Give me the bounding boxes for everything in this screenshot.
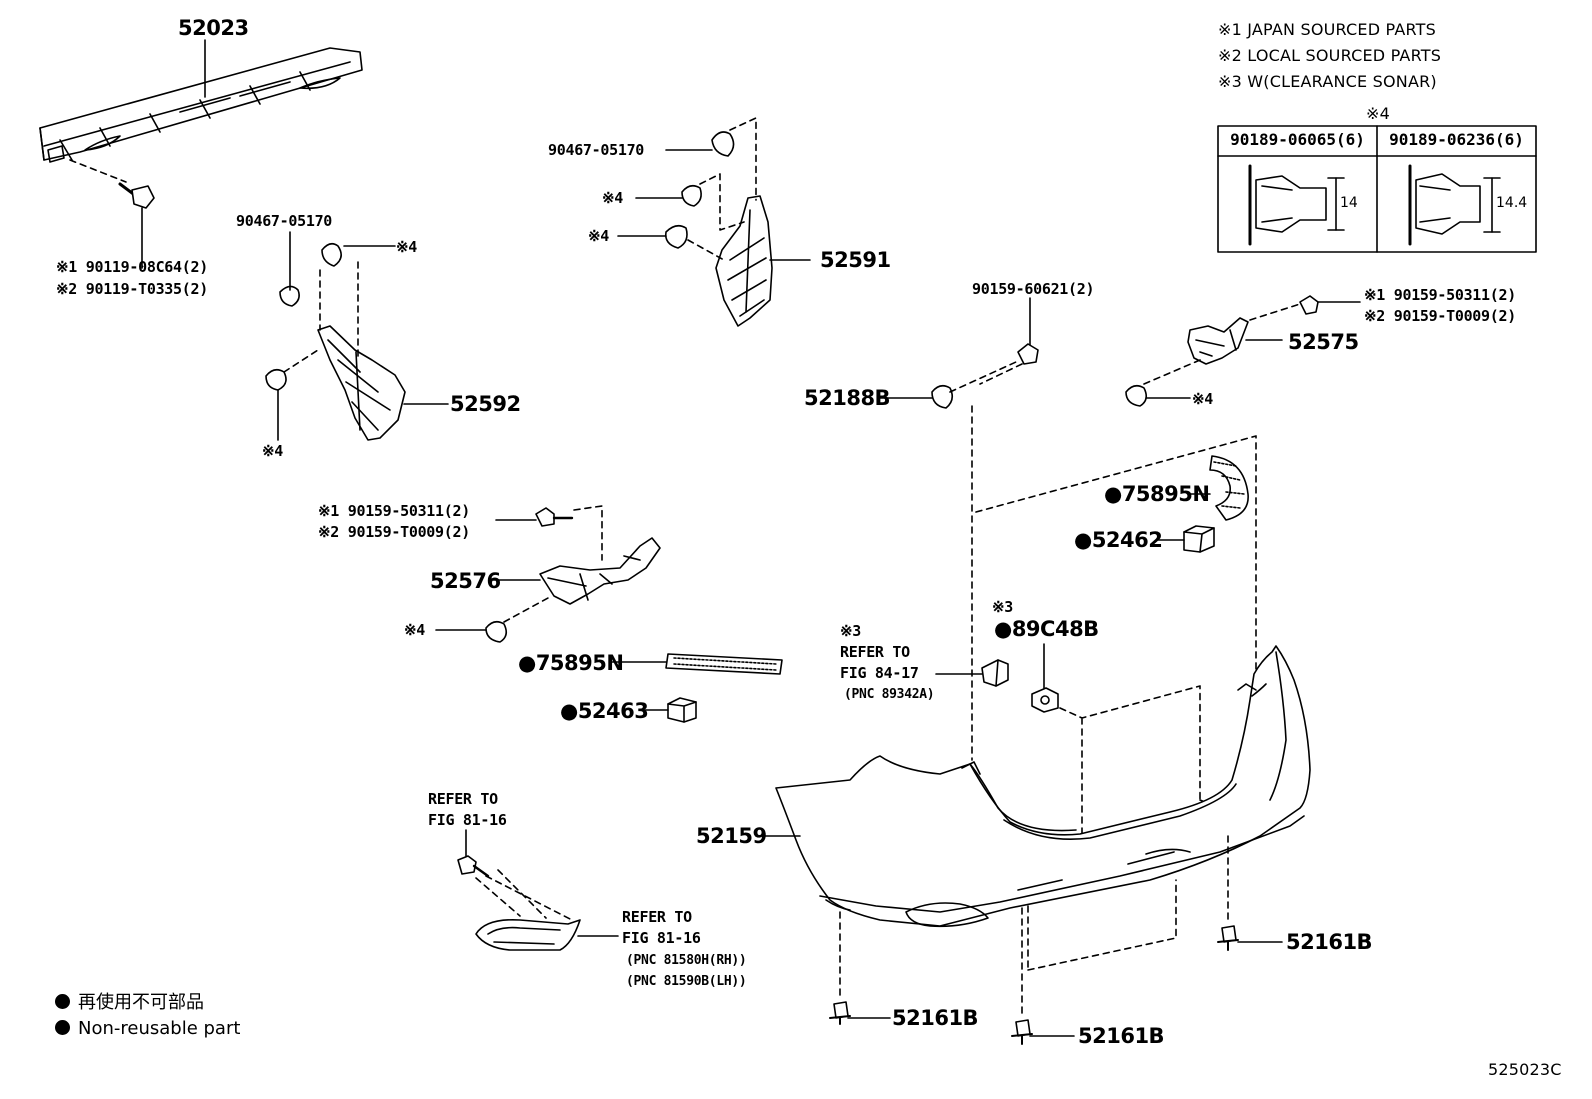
rear-reflector-lamp — [475, 918, 581, 951]
bolt-90159-right — [1299, 295, 1319, 315]
label-52161B-b: 52161B — [1078, 1024, 1165, 1048]
dash-52592 — [283, 261, 359, 373]
label-52575: 52575 — [1288, 330, 1359, 354]
retainer-52188B — [931, 384, 954, 409]
label-75895N-right: ●75895N — [1104, 482, 1210, 506]
non-reusable-dot-icon — [55, 1020, 70, 1035]
cushion-52462 — [1183, 525, 1215, 553]
non-reusable-dot-icon — [55, 994, 70, 1009]
label-90467-top: 90467-05170 — [548, 141, 645, 159]
clip-spec-table — [1217, 125, 1537, 253]
clip-52592-top — [321, 242, 342, 267]
clip-52161B-a — [829, 1001, 851, 1025]
clip-52592-bottom — [265, 368, 287, 391]
bumper-bracket-52591 — [715, 195, 773, 327]
rear-bumper-cover-52159 — [775, 645, 1311, 928]
table-col1-header: 90189-06065(6) — [1230, 130, 1365, 149]
note-local-sourced: ※2 LOCAL SOURCED PARTS — [1218, 46, 1442, 65]
bumper-bracket-52592 — [317, 325, 406, 441]
bumper-bracket-52576 — [539, 537, 661, 605]
dash-52575 — [1143, 303, 1301, 385]
label-mark4-c: ※4 — [602, 189, 623, 207]
clip-52591-b — [664, 224, 688, 249]
label-90467-left: 90467-05170 — [236, 212, 333, 230]
bolt-reflector — [457, 855, 490, 878]
cushion-52463 — [667, 697, 697, 723]
bolt-90159-mid — [535, 507, 555, 527]
label-90119-b: ※2 90119-T0335(2) — [56, 280, 208, 298]
label-mark4-a: ※4 — [396, 238, 417, 256]
label-52161B-c: 52161B — [1286, 930, 1373, 954]
table-dim1: 14 — [1340, 195, 1358, 211]
label-90159-mid-a: ※1 90159-50311(2) — [318, 502, 470, 520]
label-52592: 52592 — [450, 392, 521, 416]
clip-52591-a — [681, 184, 702, 207]
refer84-mark: ※3 — [840, 622, 861, 640]
refer84-line2: FIG 84-17 — [840, 664, 919, 682]
dash-right-box — [975, 435, 1257, 691]
refer81b-line2: FIG 81-16 — [622, 929, 701, 947]
dash-52023-bolt — [69, 159, 127, 183]
figure-id: 525023C — [1488, 1060, 1562, 1079]
label-52159: 52159 — [696, 824, 767, 848]
refer84-line1: REFER TO — [840, 643, 910, 661]
label-90159-right-a: ※1 90159-50311(2) — [1364, 286, 1516, 304]
legend-english: Non-reusable part — [55, 1018, 240, 1040]
dash-52591 — [687, 117, 757, 261]
refer81b-line3: (PNC 81580H(RH)) — [626, 953, 747, 968]
label-52576: 52576 — [430, 569, 501, 593]
label-mark4-d: ※4 — [588, 227, 609, 245]
dash-reflector — [475, 869, 573, 921]
label-52161B-a: 52161B — [892, 1006, 979, 1030]
refer81a-line1: REFER TO — [428, 790, 498, 808]
reflector-75895N-left — [665, 653, 783, 675]
table-dim2: 14.4 — [1496, 195, 1528, 211]
reflector-75895N-right — [1209, 455, 1249, 521]
clip-52161B-b — [1011, 1019, 1033, 1045]
label-52023: 52023 — [178, 16, 249, 40]
note-clearance-sonar: ※3 W(CLEARANCE SONAR) — [1218, 72, 1437, 91]
legend-japanese-text: 再使用不可部品 — [78, 992, 204, 1013]
label-mark4-f: ※4 — [404, 621, 425, 639]
label-90159-right-b: ※2 90159-T0009(2) — [1364, 307, 1516, 325]
refer81a-line2: FIG 81-16 — [428, 811, 507, 829]
dash-center-vertical — [949, 361, 1023, 761]
rear-bumper-reinforcement-52023 — [39, 47, 363, 163]
nut-90159-606 — [1017, 343, 1039, 365]
label-mark3-sonar: ※3 — [992, 598, 1013, 616]
label-90119-a: ※1 90119-08C64(2) — [56, 258, 208, 276]
clip-52161B-c — [1217, 925, 1239, 951]
nut-90467-top — [711, 131, 735, 157]
legend-japanese: 再使用不可部品 — [55, 992, 204, 1014]
label-52188B: 52188B — [804, 386, 891, 410]
label-90159-mid-b: ※2 90159-T0009(2) — [318, 523, 470, 541]
label-52591: 52591 — [820, 248, 891, 272]
clip-52575 — [1125, 384, 1148, 407]
label-52463: ●52463 — [560, 699, 649, 723]
label-89C48B: ●89C48B — [994, 617, 1099, 641]
table-mark4: ※4 — [1366, 104, 1390, 123]
label-52462: ●52462 — [1074, 528, 1163, 552]
table-col2-header: 90189-06236(6) — [1389, 130, 1524, 149]
note-japan-sourced: ※1 JAPAN SOURCED PARTS — [1218, 20, 1437, 39]
clip-52576 — [485, 620, 508, 643]
dash-52161B-b — [1021, 879, 1177, 1019]
refer81b-line4: (PNC 81590B(LH)) — [626, 974, 747, 989]
legend-english-text: Non-reusable part — [78, 1018, 241, 1039]
sonar-retainer-89C48B — [1031, 687, 1059, 713]
bolt-90119 — [118, 182, 155, 209]
dash-52576 — [503, 505, 603, 623]
label-mark4-e: ※4 — [1192, 390, 1213, 408]
label-90159-60621: 90159-60621(2) — [972, 280, 1095, 298]
refer84-line3: (PNC 89342A) — [844, 687, 935, 702]
label-mark4-b: ※4 — [262, 442, 283, 460]
sonar-sensor — [981, 659, 1009, 687]
bumper-bracket-52575 — [1187, 317, 1249, 365]
label-75895N-left: ●75895N — [518, 651, 624, 675]
refer81b-line1: REFER TO — [622, 908, 692, 926]
